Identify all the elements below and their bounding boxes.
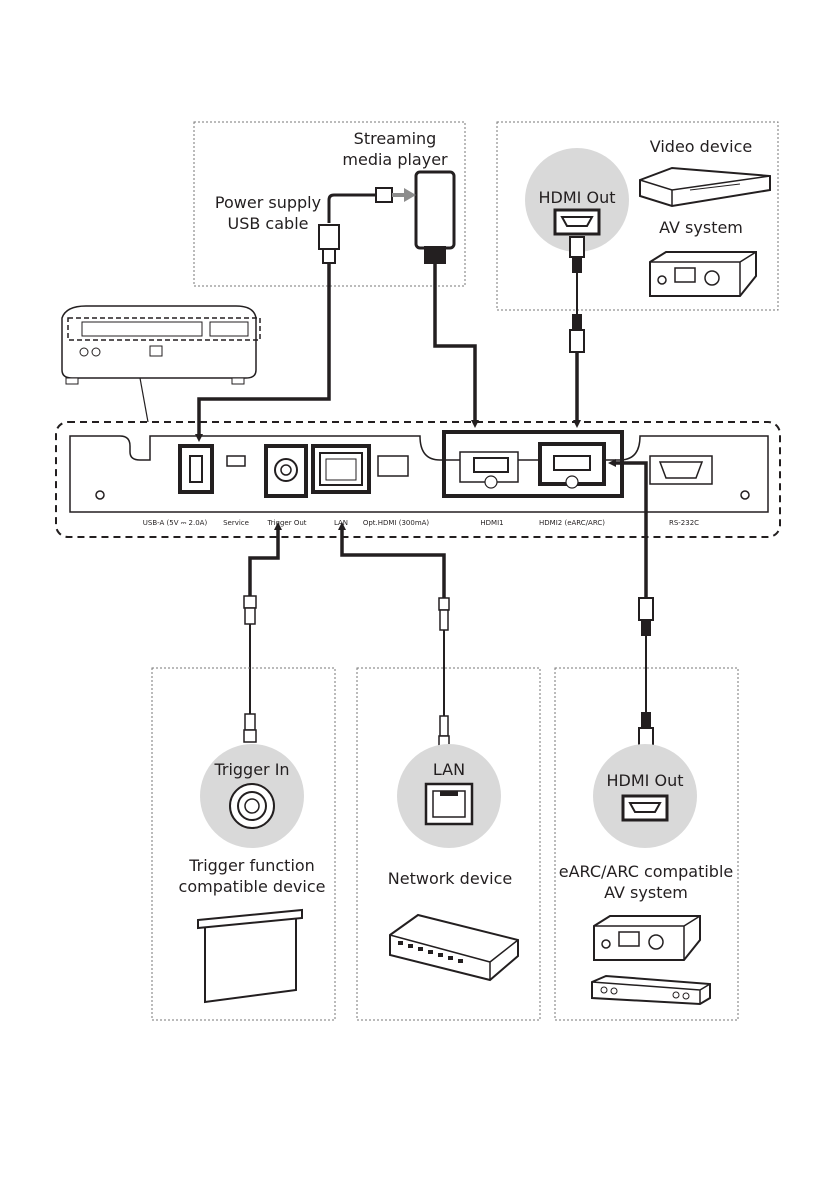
hdmi-port-icon-top	[555, 210, 599, 234]
streaming-hdmi-line	[435, 264, 475, 424]
trigger-out-port	[266, 446, 306, 496]
projection-screen-icon	[198, 910, 302, 1002]
lan-label: LAN	[409, 759, 489, 780]
port-label-trigger-out: Trigger Out	[267, 519, 306, 527]
trigger-device-label-line1: Trigger function	[166, 855, 338, 876]
trigger-device-label-line2: compatible device	[166, 876, 338, 897]
lan-port	[313, 446, 369, 492]
lan-jack-icon	[426, 784, 472, 824]
av-system-icon-top	[650, 252, 756, 296]
streaming-title-line1: Streaming	[342, 128, 448, 149]
trigger-jack-icon	[230, 784, 274, 828]
trigger-cable-icon	[244, 596, 256, 742]
port-label-usb-a: USB-A (5V ⎓ 2.0A)	[143, 519, 207, 528]
hdmi-ports-group	[444, 432, 622, 496]
network-device-label: Network device	[379, 868, 521, 889]
streaming-title-line2: media player	[330, 149, 460, 170]
port-label-hdmi1: HDMI1	[480, 519, 503, 527]
av-system-label-top: AV system	[646, 217, 756, 238]
soundbar-icon	[592, 976, 710, 1004]
projector-icon	[62, 306, 260, 422]
av-system-icon-bottom	[594, 916, 700, 960]
earc-hdmi-cable-icon	[639, 598, 653, 750]
opt-hdmi-port	[378, 456, 408, 476]
hdmi-cable-top	[570, 237, 584, 352]
video-device-label: Video device	[636, 136, 766, 157]
hdmi-out-label-top: HDMI Out	[520, 187, 634, 208]
rs232c-port	[650, 456, 712, 484]
hdmi-out-label-bottom: HDMI Out	[588, 770, 702, 791]
trigger-in-label: Trigger In	[196, 759, 308, 780]
earc-device-label-line2: AV system	[577, 882, 715, 903]
port-label-opt-hdmi: Opt.HDMI (300mA)	[363, 519, 429, 527]
port-label-rs232c: RS-232C	[669, 519, 699, 527]
port-label-hdmi2: HDMI2 (eARC/ARC)	[539, 519, 605, 527]
earc-device-label-line1: eARC/ARC compatible	[557, 861, 735, 882]
network-device-icon	[390, 915, 518, 980]
hdmi-port-icon-bottom	[623, 796, 667, 820]
service-port	[227, 456, 245, 466]
earc-hdmi-line	[612, 463, 646, 598]
streaming-stick-icon	[416, 172, 454, 264]
usb-cable-icon	[319, 188, 416, 263]
usb-a-port	[180, 446, 212, 492]
video-device-icon	[640, 168, 770, 206]
cable-label-line2: USB cable	[206, 213, 330, 234]
lan-cable-icon	[439, 598, 449, 748]
port-label-lan: LAN	[334, 519, 348, 527]
cable-label-line1: Power supply	[206, 192, 330, 213]
port-label-service: Service	[223, 519, 249, 527]
